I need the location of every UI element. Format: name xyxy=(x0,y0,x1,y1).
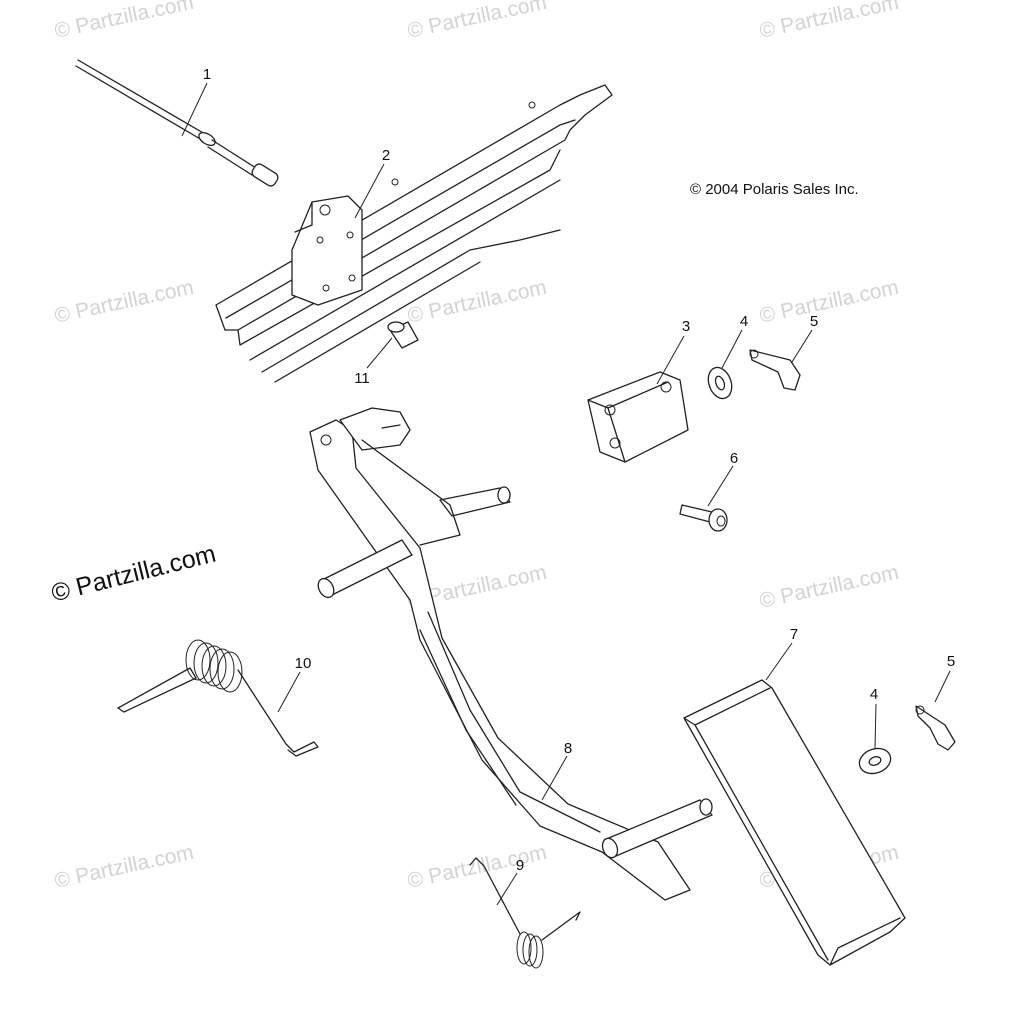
callout-1: 1 xyxy=(202,66,212,83)
clip-upper-drawing xyxy=(749,349,801,391)
callout-3: 3 xyxy=(681,318,691,335)
callout-6: 6 xyxy=(729,450,739,467)
callout-11: 11 xyxy=(354,370,370,387)
callout-2: 2 xyxy=(381,147,391,164)
clip-lower-drawing xyxy=(915,705,956,751)
callout-8: 8 xyxy=(563,740,573,757)
pedal-arm-drawing xyxy=(309,407,713,901)
torsion-spring-large-drawing xyxy=(117,639,319,757)
callout-10: 10 xyxy=(294,655,312,672)
leader-lines xyxy=(181,82,951,906)
callout-5: 5 xyxy=(809,313,819,330)
washer-upper-drawing xyxy=(707,366,733,400)
callout-7: 7 xyxy=(789,626,799,643)
callout-9: 9 xyxy=(515,857,525,874)
callout-4: 4 xyxy=(739,313,749,330)
block-drawing xyxy=(587,371,689,463)
cable-drawing xyxy=(75,59,279,187)
bolt-drawing xyxy=(679,504,728,532)
pedal-pad-drawing xyxy=(683,679,906,966)
callout-4-lower: 4 xyxy=(869,686,879,703)
copyright-notice: © 2004 Polaris Sales Inc. xyxy=(690,181,859,198)
rail-bracket-drawing xyxy=(215,84,613,383)
callout-5-lower: 5 xyxy=(946,653,956,670)
washer-lower-drawing xyxy=(858,747,892,775)
bushing-drawing xyxy=(387,321,419,349)
torsion-spring-small-drawing xyxy=(469,857,581,969)
